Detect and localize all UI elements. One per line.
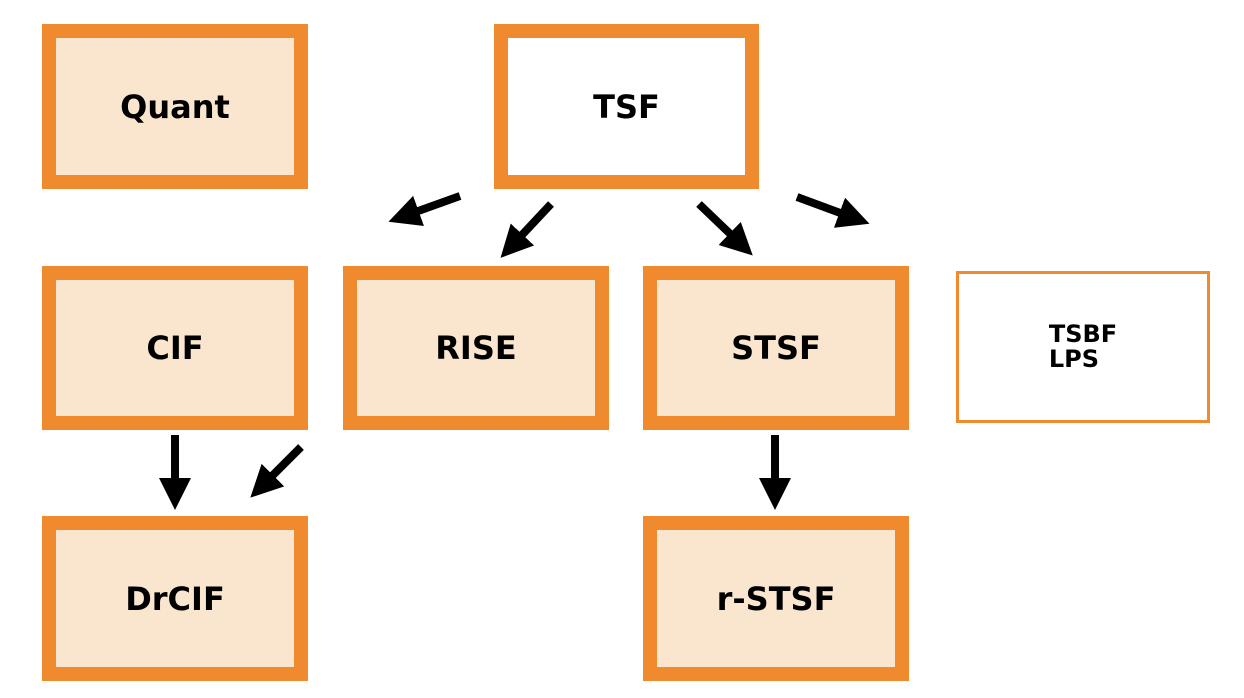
arrow-tsf-to-rise xyxy=(500,201,554,258)
node-quant-label: Quant xyxy=(120,87,230,126)
node-rstsf-label: r-STSF xyxy=(716,579,836,618)
node-lps-label: LPS xyxy=(1048,345,1099,373)
node-stsf: STSF xyxy=(643,266,909,430)
arrow-tsf-to-cif xyxy=(388,192,462,226)
node-tsf-label: TSF xyxy=(593,87,660,126)
node-cif: CIF xyxy=(42,266,308,430)
arrow-rise-to-drcif xyxy=(250,444,304,498)
arrow-tsf-to-tsbf xyxy=(795,193,870,228)
arrow-tsf-to-stsf xyxy=(696,201,753,256)
node-rstsf: r-STSF xyxy=(643,516,909,681)
node-drcif: DrCIF xyxy=(42,516,308,681)
node-drcif-label: DrCIF xyxy=(125,579,225,618)
node-tsf: TSF xyxy=(494,24,759,189)
node-cif-label: CIF xyxy=(146,329,204,367)
node-tsbf-lps: TSBF LPS xyxy=(956,271,1210,423)
node-rise-label: RISE xyxy=(435,329,517,367)
node-quant: Quant xyxy=(42,24,308,189)
node-tsbf-lps-labels: TSBF LPS xyxy=(1048,319,1118,373)
node-rise: RISE xyxy=(343,266,609,430)
node-stsf-label: STSF xyxy=(731,329,821,367)
node-tsbf-label: TSBF xyxy=(1048,319,1118,348)
